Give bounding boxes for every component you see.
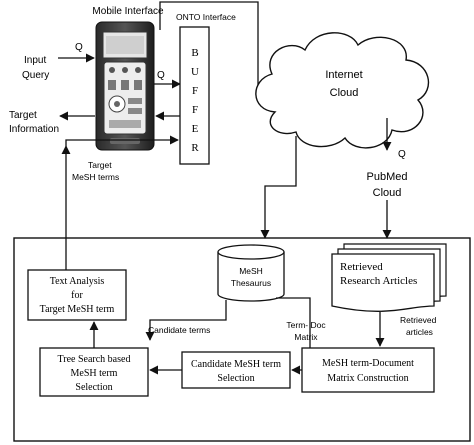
mesh-thesaurus-label-line1: MeSH [239, 266, 263, 276]
matrix-construction-box [301, 347, 435, 393]
target-information-label-line2: Information [9, 124, 59, 135]
term-doc-label-line1: Term- Doc [286, 320, 326, 330]
retrieved-articles-side-label-line1: Retrieved [400, 315, 437, 325]
term-doc-label-line2: Matrix [294, 332, 318, 342]
target-information-label-line1: Target [9, 110, 37, 121]
q-pubmed-label: Q [398, 149, 406, 160]
mobile-interface-label: Mobile Interface [92, 6, 164, 17]
buffer-letter: U [191, 66, 199, 78]
retrieved-articles-stack [331, 243, 447, 312]
internet-to-mesh-arrow [260, 136, 297, 239]
q-phone-label: Q [157, 70, 165, 81]
processing-panel [13, 237, 471, 442]
buffer-letter: B [191, 47, 198, 59]
tree-search-label-line2: MeSH term [71, 368, 118, 379]
mesh-to-tree-search-arrow [145, 300, 227, 341]
text-analysis-label-line1: Text Analysis [50, 276, 105, 287]
onto-interface-label: ONTO Interface [176, 12, 236, 22]
internet-cloud-label-line1: Internet [325, 69, 362, 81]
retrieved-articles-label-line1: Retrieved [340, 261, 383, 273]
target-mesh-label-line2: MeSH terms [72, 172, 119, 182]
matrix-construction-label-line1: MeSH term-Document [322, 358, 414, 369]
mesh-to-matrix-line [276, 297, 311, 348]
buffer-letter: F [192, 104, 198, 116]
buffer-box [179, 26, 210, 165]
retrieved-articles-label-line2: Research Articles [340, 275, 417, 287]
tree-search-label-line1: Tree Search based [58, 354, 131, 365]
text-analysis-label-line3: Target MeSH term [40, 304, 115, 315]
buffer-letter: R [191, 142, 199, 154]
tree-search-box [39, 347, 149, 397]
q-input-label: Q [75, 42, 83, 53]
matrix-construction-label-line2: Matrix Construction [327, 373, 408, 384]
target-mesh-label-line1: Target [88, 160, 112, 170]
retrieved-articles-side-label-line2: articles [406, 327, 433, 337]
candidate-mesh-box [181, 351, 291, 389]
buffer-letter: E [192, 123, 199, 135]
buffer-letter: F [192, 85, 198, 97]
mesh-thesaurus-database [217, 244, 285, 302]
mobile-phone-icon [95, 21, 155, 151]
input-query-label-line1: Input [24, 55, 46, 66]
candidate-mesh-label-line1: Candidate MeSH term [191, 359, 281, 370]
pubmed-cloud-label-line1: PubMed [367, 171, 408, 183]
mesh-thesaurus-label-line2: Thesaurus [231, 278, 271, 288]
internet-cloud-shape [255, 32, 430, 149]
candidate-mesh-label-line2: Selection [217, 373, 254, 384]
input-query-label-line2: Query [22, 70, 49, 81]
target-mesh-to-buffer-arrow [65, 135, 179, 146]
text-analysis-label-line2: for [71, 290, 83, 301]
tree-search-label-line3: Selection [75, 382, 112, 393]
candidate-terms-label: Candidate terms [148, 325, 210, 335]
text-analysis-box [27, 269, 127, 321]
internet-cloud-label-line2: Cloud [330, 87, 359, 99]
pubmed-cloud-label-line2: Cloud [373, 187, 402, 199]
